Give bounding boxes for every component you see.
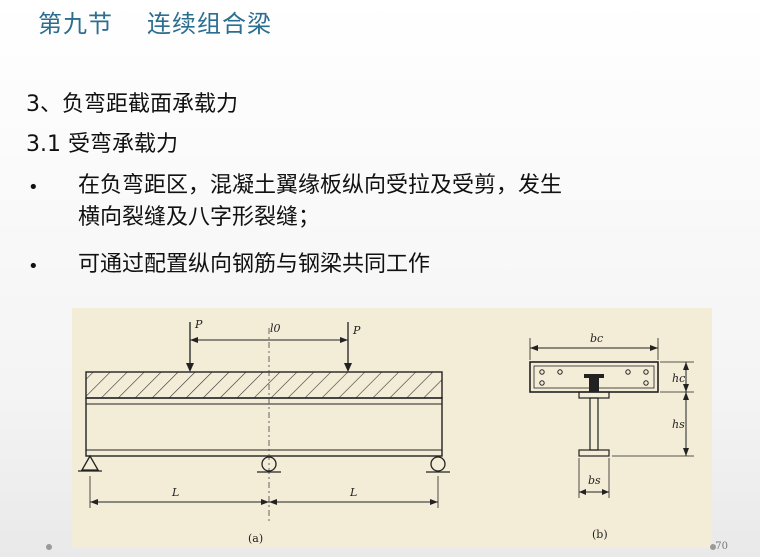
roller-support (261, 456, 277, 472)
concrete-slab (85, 371, 443, 399)
bullet-1-line-1: 在负弯距区，混凝土翼缘板纵向受拉及受剪，发生 (78, 173, 563, 198)
steel-beam (85, 397, 443, 457)
dimension-arrowhead (602, 489, 609, 495)
load-label-left: P (194, 318, 203, 331)
load-label-right: P (352, 324, 361, 337)
shear-stud (589, 376, 599, 392)
rebar (643, 369, 649, 375)
dimension-arrowhead (430, 499, 438, 505)
title-text: 连续组合梁 (147, 10, 272, 38)
pin-support (80, 454, 100, 471)
span-label-left: L (171, 486, 179, 499)
dimension-arrowhead (530, 345, 538, 351)
bs-label: bs (588, 474, 601, 487)
top-flange (578, 391, 610, 399)
section-label: 第九节 (38, 10, 113, 38)
rebar (557, 369, 563, 375)
web (589, 397, 599, 451)
dimension-arrowhead (683, 448, 689, 456)
hc-label: hc (672, 372, 685, 385)
caption-b: (b) (592, 528, 608, 541)
dimension-arrowhead (261, 499, 269, 505)
dimension-arrowhead (683, 362, 689, 370)
hs-label: hs (672, 418, 685, 431)
bottom-flange (578, 449, 610, 457)
beam-elevation: P P l0 L L (a) (78, 318, 450, 545)
rebar (625, 369, 631, 375)
span-label-right: L (349, 486, 357, 499)
beam-diagram-svg: P P l0 L L (a) (78, 318, 694, 545)
dimension-arrowhead (269, 499, 277, 505)
cross-section: bc hc hs bs (b) (529, 332, 694, 541)
slide-nav-dot (46, 544, 52, 550)
slide-title: 第九节 连续组合梁 (38, 4, 272, 39)
bullet-marker: • (28, 256, 39, 277)
shear-stud-head (584, 374, 604, 378)
dimension-arrowhead (90, 499, 98, 505)
heading-negative-moment: 3、负弯距截面承载力 (26, 92, 238, 117)
dimension-arrowhead (190, 337, 198, 343)
slide-nav-dot (710, 544, 716, 550)
heading-bending-capacity: 3.1 受弯承载力 (26, 132, 178, 157)
dimension-arrowhead (650, 345, 658, 351)
page-number: 70 (715, 541, 728, 552)
beam-figure: P P l0 L L (a) (72, 308, 712, 548)
rebar (643, 380, 649, 386)
spacing-label: l0 (270, 322, 281, 335)
bullet-1-line-2: 横向裂缝及八字形裂缝； (78, 205, 321, 230)
dimension-arrowhead (683, 384, 689, 392)
bullet-marker: • (28, 177, 39, 198)
bullet-2-line-1: 可通过配置纵向钢筋与钢梁共同工作 (78, 252, 431, 277)
load-arrowhead (186, 363, 194, 372)
caption-a: (a) (248, 532, 263, 545)
bc-label: bc (590, 332, 603, 345)
dimension-arrowhead (683, 392, 689, 400)
rebar (539, 369, 545, 375)
load-arrowhead (344, 363, 352, 372)
dimension-arrowhead (579, 489, 586, 495)
roller-support (430, 456, 446, 472)
rebar (539, 380, 545, 386)
dimension-arrowhead (340, 337, 348, 343)
